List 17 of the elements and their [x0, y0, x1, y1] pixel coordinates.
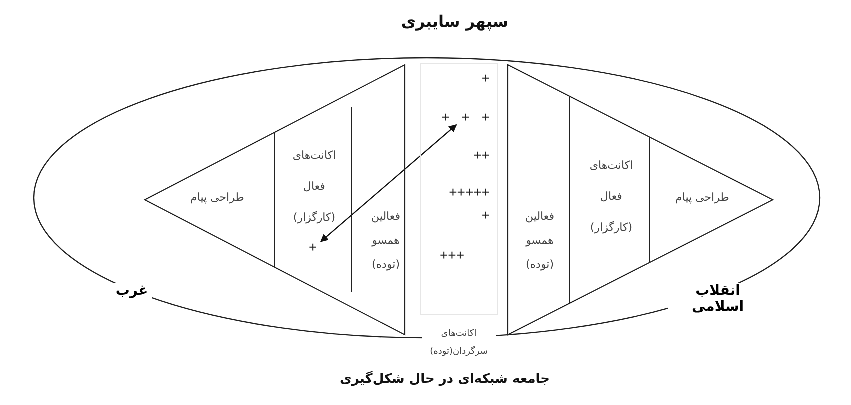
section-text: اکانت‌های فعال (کارگزار)	[292, 148, 338, 226]
plus-sign: +	[482, 70, 490, 86]
plus-sign: + + +	[442, 109, 490, 125]
section-text: طراحی پیام	[674, 190, 730, 206]
plus-sign: +++	[440, 247, 465, 263]
section-text: طراحی پیام	[190, 190, 246, 206]
plus-sign: +	[309, 239, 321, 255]
side-label: غرب	[112, 283, 152, 299]
plus-sign: ++	[474, 147, 490, 163]
section-text: اکانت‌های فعال (کارگزار)	[588, 158, 634, 236]
plus-sign: +	[482, 207, 490, 223]
plus-sign: +++++	[449, 184, 490, 200]
caption: جامعه شبکه‌ای در حال شکل‌گیری	[338, 372, 552, 387]
arrow	[320, 124, 458, 242]
sphere-title: سپهر سایبری	[400, 12, 510, 31]
section-text: فعالین همسو (توده)	[370, 209, 402, 273]
section-text: فعالین همسو (توده)	[524, 209, 556, 273]
